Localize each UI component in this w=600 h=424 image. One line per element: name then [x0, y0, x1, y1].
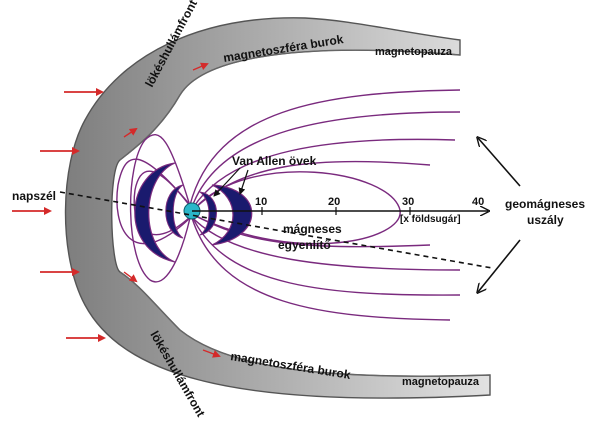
wind-arrow-sheath-4 — [202, 349, 221, 358]
magnetopause-bottom-label: magnetopauza — [402, 376, 480, 388]
van-allen-pointer-1 — [213, 167, 241, 197]
tail-label-1: geomágneses — [505, 197, 585, 211]
tail-arrow-down — [478, 239, 521, 292]
tail-arrows — [478, 138, 521, 292]
van-allen-pointer-2 — [238, 169, 249, 195]
field-line-tail-3 — [192, 138, 456, 209]
van-allen-label: Van Allen övek — [232, 154, 317, 168]
outer-belt-left — [134, 162, 176, 263]
field-line-day-2 — [133, 170, 191, 236]
magnetic-equator-label-2: egyenlítő — [278, 238, 331, 252]
magnetopause-top-label: magnetopauza — [375, 46, 453, 58]
axis-tick-label-10: 10 — [255, 196, 267, 208]
solar-wind-arrows — [12, 62, 221, 358]
axis-tick-label-30: 30 — [402, 196, 414, 208]
axis-ticks — [261, 207, 411, 215]
field-line-tail-7 — [191, 217, 451, 321]
magnetopause-line-bottom — [119, 271, 491, 377]
wind-arrow-sheath-1 — [192, 62, 209, 71]
magnetic-equator-label-1: mágneses — [283, 222, 342, 236]
van-allen-pointers — [213, 167, 249, 197]
field-line-day-3 — [129, 134, 191, 283]
field-lines — [116, 89, 461, 321]
outer-belt-right — [211, 184, 253, 246]
solar-wind-label: napszél — [12, 189, 56, 203]
field-line-tail-2 — [191, 111, 461, 208]
magnetosheath-region — [64, 17, 491, 399]
inner-belt-right — [198, 191, 217, 236]
tail-arrow-up — [478, 138, 521, 187]
field-line-tail-1 — [189, 89, 461, 206]
van-allen-belts — [134, 162, 253, 263]
magnetopause-line-top — [119, 49, 461, 161]
axis-tick-label-40: 40 — [472, 196, 484, 208]
inner-belt-left — [165, 184, 184, 239]
wind-arrow-sheath-3 — [123, 271, 138, 283]
field-line-closed-loop — [194, 171, 401, 245]
axis-tick-label-20: 20 — [328, 196, 340, 208]
axis-unit-label: [x földsugár] — [400, 214, 461, 225]
magnetic-equator-line — [59, 191, 493, 269]
field-line-tail-6 — [191, 215, 461, 296]
wind-arrow-sheath-2 — [123, 127, 138, 138]
tail-label-2: uszály — [527, 213, 564, 227]
